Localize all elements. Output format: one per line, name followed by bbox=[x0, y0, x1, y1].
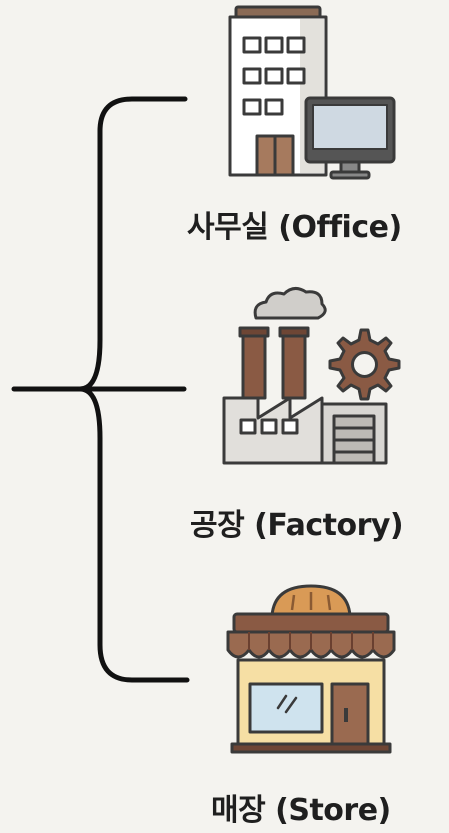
store-label: 매장 (Store) bbox=[211, 793, 391, 828]
office-label: 사무실 (Office) bbox=[187, 210, 402, 245]
gear-icon bbox=[328, 328, 401, 401]
factory-with-gear-icon bbox=[222, 287, 401, 465]
smoke-cloud bbox=[253, 287, 327, 320]
bakery-store-icon bbox=[226, 584, 396, 754]
factory-label: 공장 (Factory) bbox=[190, 508, 404, 543]
connector-lines bbox=[11, 96, 190, 683]
office-building-with-monitor-icon bbox=[228, 5, 396, 180]
